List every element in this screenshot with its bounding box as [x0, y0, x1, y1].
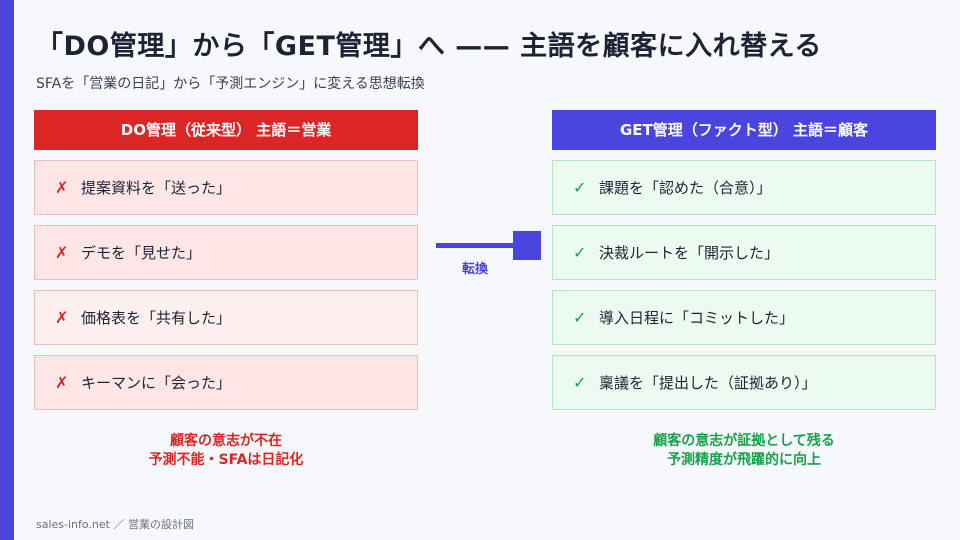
accent-bar: [0, 0, 14, 540]
get-item-text: 課題を「認めた（合意）」: [599, 179, 772, 197]
transition-arrow-line: [436, 243, 518, 248]
get-management-column: GET管理（ファクト型） 主語＝顧客 ✓ 課題を「認めた（合意）」 ✓ 決裁ルー…: [552, 110, 936, 410]
get-summary-line: 予測精度が飛躍的に向上: [667, 452, 821, 468]
do-summary-line: 顧客の意志が不在: [170, 433, 282, 449]
check-mark-icon: ✓: [573, 308, 587, 327]
do-item: ✗ 提案資料を「送った」: [34, 160, 418, 215]
check-mark-icon: ✓: [573, 373, 587, 392]
get-item-text: 稟議を「提出した（証拠あり）」: [599, 374, 817, 392]
do-item-text: キーマンに「会った」: [81, 374, 232, 392]
cross-mark-icon: ✗: [55, 308, 69, 327]
page-subtitle: SFAを「営業の日記」から「予測エンジン」に変える思想転換: [36, 76, 425, 92]
transition-arrow-head: [513, 231, 541, 260]
page-title: 「DO管理」から「GET管理」へ —— 主語を顧客に入れ替える: [36, 31, 822, 62]
check-mark-icon: ✓: [573, 243, 587, 262]
footer-credit: sales-info.net ／ 営業の設計図: [36, 518, 194, 531]
transition-label: 転換: [462, 262, 489, 277]
get-item: ✓ 稟議を「提出した（証拠あり）」: [552, 355, 936, 410]
get-item: ✓ 課題を「認めた（合意）」: [552, 160, 936, 215]
do-item-text: 提案資料を「送った」: [81, 179, 232, 197]
get-summary-line: 顧客の意志が証拠として残る: [653, 433, 835, 449]
get-item: ✓ 導入日程に「コミットした」: [552, 290, 936, 345]
check-mark-icon: ✓: [573, 178, 587, 197]
cross-mark-icon: ✗: [55, 373, 69, 392]
cross-mark-icon: ✗: [55, 243, 69, 262]
get-column-header: GET管理（ファクト型） 主語＝顧客: [552, 110, 936, 150]
get-summary: 顧客の意志が証拠として残る 予測精度が飛躍的に向上: [552, 432, 936, 470]
do-management-column: DO管理（従来型） 主語＝営業 ✗ 提案資料を「送った」 ✗ デモを「見せた」 …: [34, 110, 418, 410]
do-item: ✗ キーマンに「会った」: [34, 355, 418, 410]
get-item-text: 導入日程に「コミットした」: [599, 309, 795, 327]
do-column-header: DO管理（従来型） 主語＝営業: [34, 110, 418, 150]
get-item: ✓ 決裁ルートを「開示した」: [552, 225, 936, 280]
do-item-text: デモを「見せた」: [81, 244, 202, 262]
do-summary: 顧客の意志が不在 予測不能・SFAは日記化: [34, 432, 418, 470]
cross-mark-icon: ✗: [55, 178, 69, 197]
get-item-text: 決裁ルートを「開示した」: [599, 244, 780, 262]
do-item-text: 価格表を「共有した」: [81, 309, 232, 327]
do-summary-line: 予測不能・SFAは日記化: [148, 452, 304, 468]
do-item: ✗ 価格表を「共有した」: [34, 290, 418, 345]
do-item: ✗ デモを「見せた」: [34, 225, 418, 280]
